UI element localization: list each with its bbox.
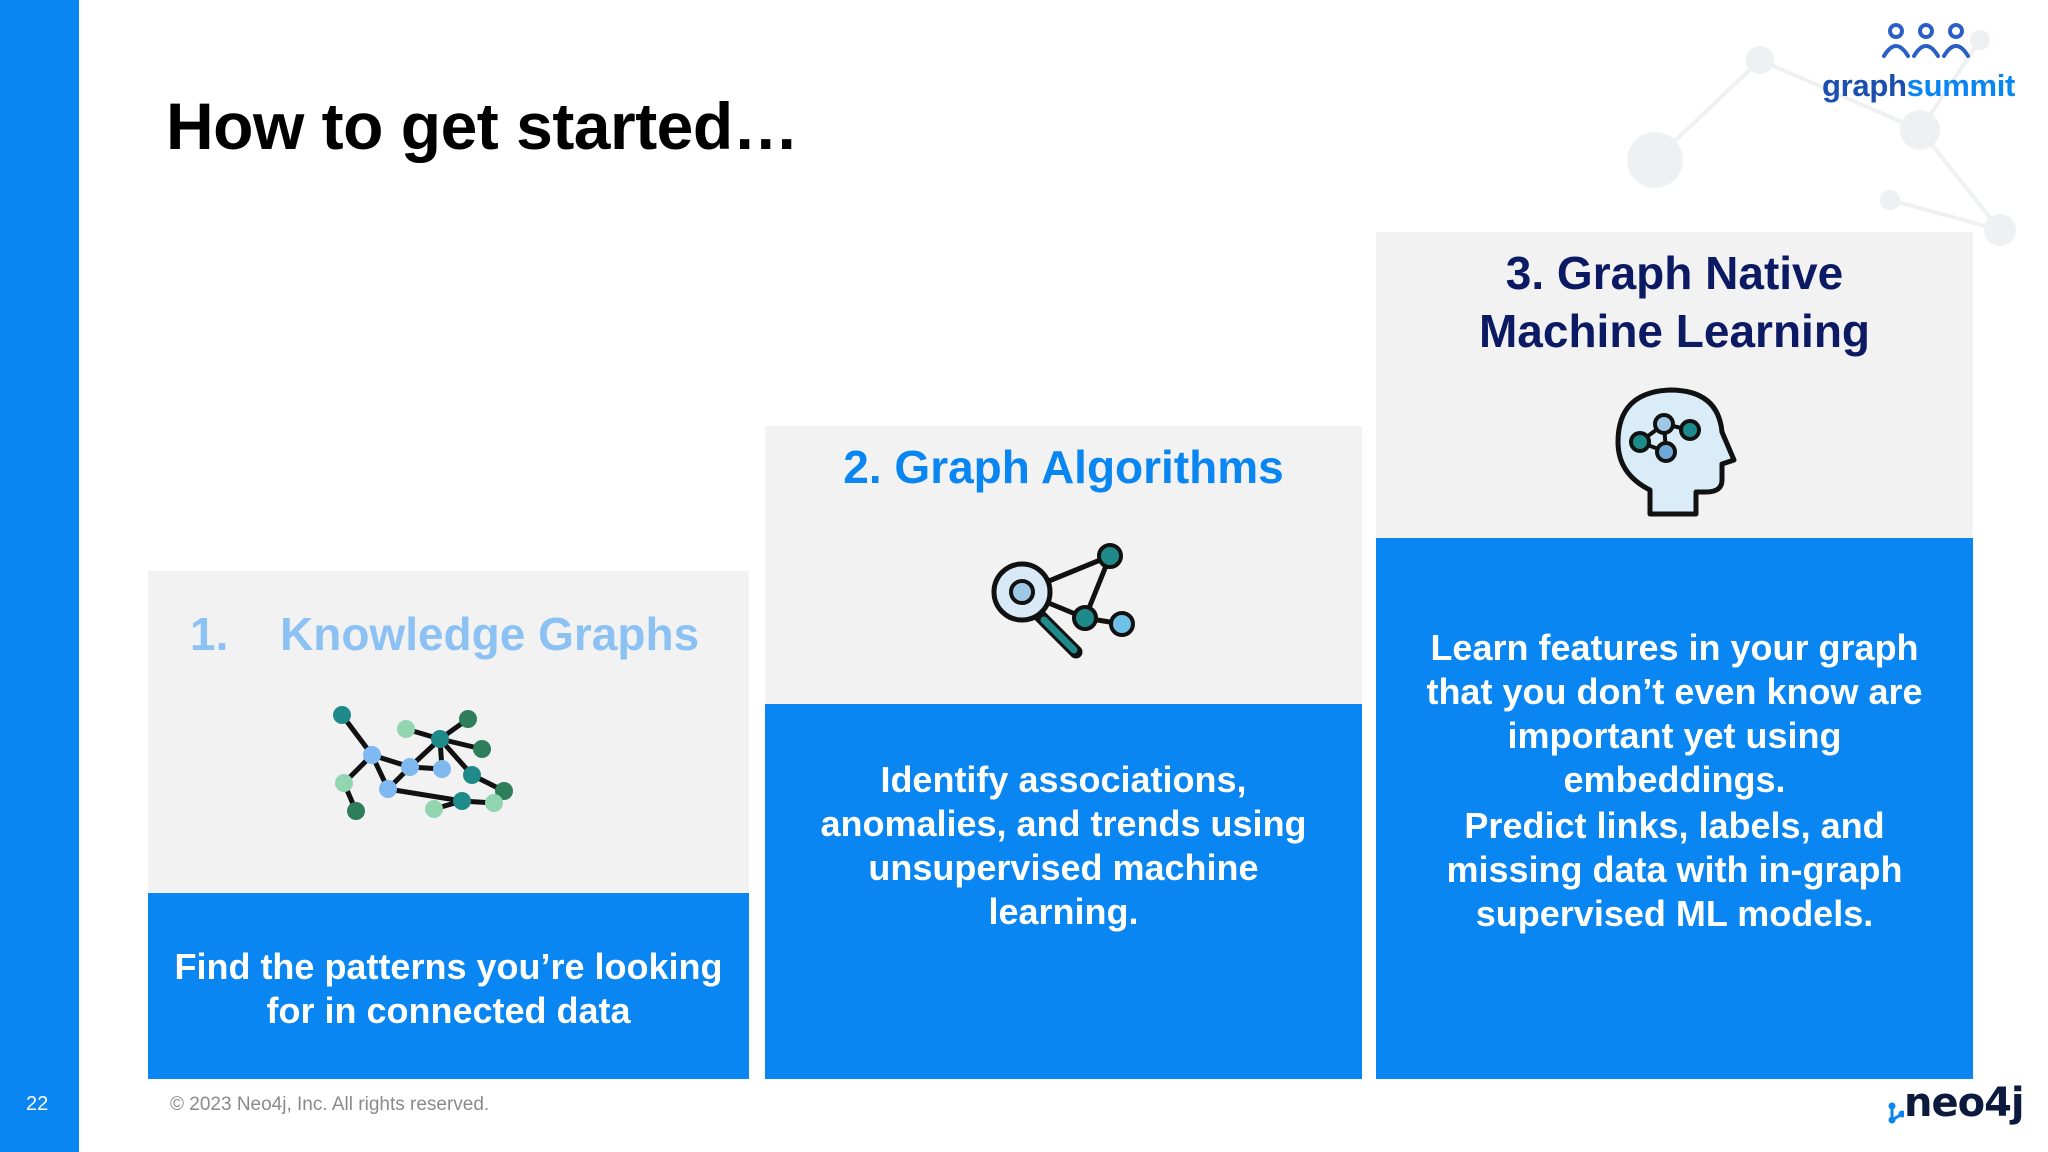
step-title: 3. Graph Native Machine Learning bbox=[1478, 247, 1871, 357]
step-card-header: 1.Knowledge Graphs bbox=[148, 571, 749, 893]
neo4j-dots-icon bbox=[1888, 1102, 1904, 1124]
step-title: 2. Graph Algorithms bbox=[843, 441, 1284, 493]
background-network-decoration bbox=[1627, 30, 2016, 246]
step-card-header: 2. Graph Algorithms bbox=[765, 426, 1362, 704]
step-card-body: Identify associations, anomalies, and tr… bbox=[765, 704, 1362, 1079]
step-description: Learn features in your graph that you do… bbox=[1426, 627, 1923, 800]
neo4j-logo: neo4j bbox=[1888, 1080, 2025, 1126]
step-card-knowledge-graphs: 1.Knowledge Graphs bbox=[148, 571, 749, 1079]
graphsummit-wordmark: graphsummit bbox=[1822, 68, 2016, 103]
step-card-header: 3. Graph Native Machine Learning bbox=[1376, 232, 1973, 538]
slide-title: How to get started… bbox=[166, 89, 799, 163]
step-description: Identify associations, anomalies, and tr… bbox=[820, 759, 1307, 932]
neo4j-wordmark: neo4j bbox=[1904, 1080, 2025, 1126]
step-description-secondary: Predict links, labels, and missing data … bbox=[1446, 805, 1903, 934]
left-accent-bar bbox=[0, 0, 79, 1152]
magnifier-graph-icon bbox=[991, 543, 1135, 659]
step-description: Find the patterns you’re looking for in … bbox=[174, 946, 723, 1031]
step-card-graph-native-ml: 3. Graph Native Machine Learning Learn f… bbox=[1376, 232, 1973, 1079]
brain-head-icon bbox=[1615, 387, 1737, 517]
step-title: 1.Knowledge Graphs bbox=[190, 608, 700, 660]
page-number: 22 bbox=[26, 1093, 49, 1115]
graphsummit-people-icon bbox=[1882, 23, 1970, 58]
copyright-notice: © 2023 Neo4j, Inc. All rights reserved. bbox=[170, 1094, 490, 1115]
step-card-body: Learn features in your graph that you do… bbox=[1376, 538, 1973, 1079]
step-card-body: Find the patterns you’re looking for in … bbox=[148, 893, 749, 1079]
network-graph-icon bbox=[333, 706, 513, 820]
graphsummit-logo: graphsummit bbox=[1818, 22, 2030, 112]
step-card-graph-algorithms: 2. Graph Algorithms Identify association… bbox=[765, 426, 1362, 1079]
